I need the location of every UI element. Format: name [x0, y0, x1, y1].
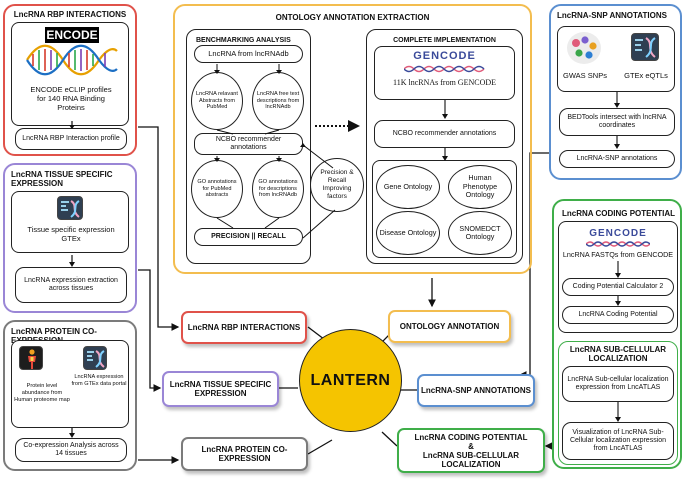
combined-output-box: LncRNA CODING POTENTIAL & LncRNA SUB-CEL…: [397, 428, 545, 473]
snomedct-ontology-oval: SNOMEDCT Ontology: [448, 211, 512, 255]
tissue-panel-title: LncRNA TISSUE SPECIFIC EXPRESSION: [11, 170, 113, 188]
ontology-panel: ONTOLOGY ANNOTATION EXTRACTION: [173, 4, 532, 274]
coding-panel: LncRNA CODING POTENTIAL GENCODE LncRNA F…: [552, 199, 682, 469]
tissue-arrow: [69, 255, 75, 267]
precision-recall-node: PRECISION || RECALL: [194, 228, 303, 246]
improving-factors-oval: Precision & Recall Improving factors: [310, 158, 364, 212]
rbp-output-box: LncRNA RBP INTERACTIONS: [181, 311, 307, 344]
complete-count-text: 11K lncRNAs from GENCODE: [392, 78, 497, 87]
complete-ncbo-node: NCBO recommender annotations: [374, 120, 515, 148]
coding-arrows: [615, 261, 621, 422]
tissue-extraction-node: LncRNA expression extraction across tiss…: [15, 267, 127, 303]
benchmarking-box: [186, 29, 311, 264]
pubmed-abstracts-oval: LncRNA relavant Abstracts from PubMed: [191, 72, 243, 130]
coding-potential-node: LncRNA Coding Potential: [562, 306, 674, 324]
freetext-descriptions-oval: LncRNA free text descriptions from lncRN…: [252, 72, 304, 130]
subcell-title: LncRNA SUB-CELLULAR LOCALIZATION: [569, 345, 667, 363]
combined-output-amp: &: [468, 441, 474, 451]
encode-logo: ENCODE: [25, 27, 119, 77]
rbp-profile-node: LncRNA RBP Interaction profile: [15, 128, 127, 150]
gene-ontology-oval: Gene Ontology: [376, 165, 440, 209]
ontology-output-box: ONTOLOGY ANNOTATION: [388, 310, 511, 343]
gtex-chart-icon-2: [83, 346, 107, 370]
rbp-panel-title: LncRNA RBP INTERACTIONS: [13, 10, 127, 19]
ontologies-box: [372, 160, 517, 258]
connector-out-coding: [381, 431, 398, 447]
coexpression-node: Co-expression Analysis across 14 tissues: [15, 438, 127, 462]
tissue-panel: LncRNA TISSUE SPECIFIC EXPRESSION Tissue…: [3, 163, 137, 313]
connector-tissue: [138, 269, 162, 392]
subcell-source-node: LncRNA Sub-cellular localization express…: [562, 366, 674, 402]
gtex-chart-icon: [57, 196, 83, 220]
subcell-inner-box: [558, 341, 678, 465]
coding-gencode-text: GENCODE: [589, 228, 647, 239]
gtex-eqtl-icon: [631, 33, 659, 61]
snp-arrows: [614, 92, 620, 149]
benchmarking-title: BENCHMARKING ANALYSIS: [196, 37, 291, 44]
connector-rbp: [138, 126, 180, 331]
complete-flow-arrows: [442, 100, 448, 161]
human-phenotype-oval: Human Phenotype Ontology: [448, 165, 512, 209]
subcell-viz-node: Visualization of LncRNA Sub-Cellular loc…: [562, 422, 674, 460]
gtex-eqtl-label: GTEx eQTLs: [624, 71, 668, 80]
connector-out-protein: [307, 439, 333, 455]
encode-logo-bar: [45, 27, 99, 43]
bedtools-node: BEDTools intersect with lncRNA coordinat…: [559, 108, 675, 136]
protein-arrow: [69, 428, 75, 438]
complete-gencode-box: [374, 46, 515, 100]
from-lncrnadb-node: LncRNA from lncRNAdb: [194, 45, 303, 63]
snp-sources-box: [557, 26, 675, 92]
snp-panel-title: LncRNA-SNP ANNOTATIONS: [557, 11, 667, 20]
gencode-logo-icon: [404, 65, 485, 73]
protein-right-text: LncRNA expression from GTEx data portal: [71, 374, 127, 387]
rbp-panel: LncRNA RBP INTERACTIONS ENCODE ENCODE eC: [3, 4, 137, 156]
go-descriptions-oval: GO annotations for descriptions from lnc…: [252, 160, 304, 218]
coding-panel-title: LncRNA CODING POTENTIAL: [562, 209, 676, 218]
tissue-source-text: Tissue specific expression GTEx: [27, 225, 115, 243]
protein-output-box: LncRNA PROTEIN CO-EXPRESSION: [181, 437, 308, 471]
combined-output-line1: LncRNA CODING POTENTIAL: [414, 432, 528, 442]
protein-left-text: Protein level abundance from Human prote…: [14, 383, 70, 403]
lantern-label: LANTERN: [310, 371, 391, 389]
gwas-label: GWAS SNPs: [563, 71, 607, 80]
rbp-arrow: [69, 121, 75, 129]
gwas-icon: [567, 32, 601, 64]
gencode-logo-text: GENCODE: [413, 50, 476, 62]
protein-panel: LncRNA PROTEIN CO-EXPRESSION Protein lev…: [3, 320, 137, 471]
snp-output-box: LncRNA-SNP ANNOTATIONS: [417, 374, 535, 407]
go-pubmed-oval: GO annotations for PubMed abstracts: [191, 160, 243, 218]
disease-ontology-oval: Disease Ontology: [376, 211, 440, 255]
cpc2-node: Coding Potential Calculator 2: [562, 278, 674, 296]
dna-helix-icon: [26, 44, 118, 76]
encode-logo-text: ENCODE: [46, 28, 98, 42]
coding-fastq-text: LncRNA FASTQs from GENCODE: [562, 250, 674, 259]
snp-annotations-node: LncRNA-SNP annotations: [559, 150, 675, 168]
tissue-output-box: LncRNA TISSUE SPECIFIC EXPRESSION: [162, 371, 279, 407]
ontology-panel-title: ONTOLOGY ANNOTATION EXTRACTION: [275, 13, 430, 22]
complete-title: COMPLETE IMPLEMENTATION: [393, 37, 496, 44]
human-body-icon: [19, 346, 43, 370]
rbp-source-text: ENCODE eCLIP profiles for 140 RNA Bindin…: [30, 85, 112, 112]
bench-flow-arrows: [214, 64, 336, 239]
complete-box: [366, 29, 523, 264]
protein-output-text: LncRNA PROTEIN CO-EXPRESSION: [201, 445, 288, 463]
coding-gencode-icon: [586, 241, 650, 247]
bench-ncbo-node: NCBO recommender annotations: [194, 133, 303, 155]
combined-output-line2: LncRNA SUB-CELLULAR LOCALIZATION: [422, 450, 520, 469]
coding-inner-box: [558, 221, 678, 333]
lantern-circle: LANTERN: [299, 329, 402, 432]
snp-panel: LncRNA-SNP ANNOTATIONS GWAS SNPs GTEx eQ…: [549, 4, 682, 180]
